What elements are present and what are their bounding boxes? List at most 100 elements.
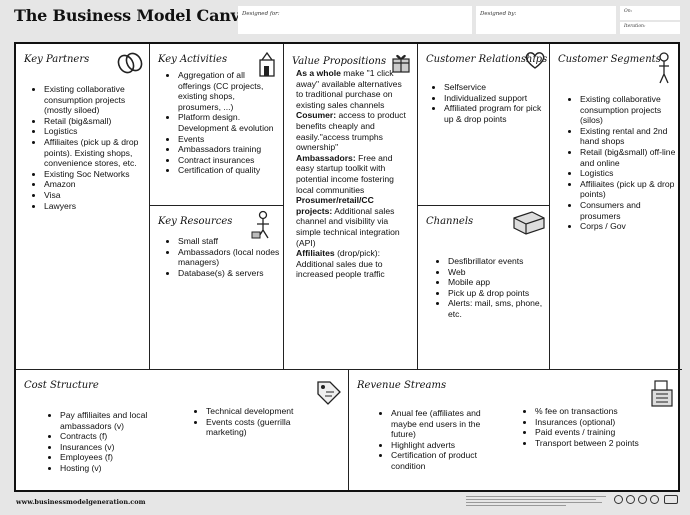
channels-block: Channels Desfibrillator events Web Mobil… bbox=[418, 206, 550, 370]
key-activities-title: Key Activities bbox=[158, 54, 228, 65]
license-fine-print-icon bbox=[466, 496, 606, 506]
list-item: Consumers and prosumers bbox=[580, 200, 680, 221]
list-item: Hosting (v) bbox=[60, 463, 178, 474]
list-item: Events costs (guerrilla marketing) bbox=[206, 417, 316, 438]
list-item: Ambassadors (local nodes managers) bbox=[178, 247, 280, 268]
vp-paragraph: Ambassadors: Free and easy startup toolk… bbox=[296, 152, 394, 195]
list-item: Lawyers bbox=[44, 201, 144, 212]
gift-icon bbox=[392, 54, 410, 73]
cost-structure-block: Cost Structure Pay affiliaites and local… bbox=[16, 370, 349, 490]
revenue-streams-block: Revenue Streams Anual fee (affiliates an… bbox=[349, 370, 682, 490]
list-item: % fee on transactions bbox=[535, 406, 645, 417]
list-item: Desfibrillator events bbox=[448, 256, 546, 267]
list-item: Web bbox=[448, 267, 546, 278]
list-item: Certification of quality bbox=[178, 165, 280, 176]
list-item: Contracts (f) bbox=[60, 431, 178, 442]
customer-segments-title: Customer Segments bbox=[558, 54, 661, 65]
page-title: The Business Model Canvas bbox=[14, 6, 259, 25]
list-item: Affiliated program for pick up & drop po… bbox=[444, 103, 546, 124]
key-resources-title: Key Resources bbox=[158, 216, 233, 227]
value-propositions-block: Value Propositions As a whole make "1 cl… bbox=[284, 44, 418, 370]
key-activities-block: Key Activities Aggregation of all offeri… bbox=[150, 44, 284, 206]
truck-icon bbox=[513, 211, 545, 235]
date-label: On: bbox=[624, 9, 633, 14]
key-partners-list: Existing collaborative consumption proje… bbox=[44, 84, 144, 211]
list-item: Insurances (optional) bbox=[535, 417, 645, 428]
list-item: Selfservice bbox=[444, 82, 546, 93]
chain-link-icon bbox=[117, 52, 143, 74]
share-alike-icon bbox=[638, 495, 647, 504]
business-model-canvas: Key Partners Existing collaborative cons… bbox=[14, 42, 682, 492]
list-item: Retail (big&small) off-line and online bbox=[580, 147, 680, 168]
key-activities-list: Aggregation of all offerings (CC project… bbox=[178, 70, 280, 176]
designed-for-label: Designed for: bbox=[242, 11, 280, 17]
customer-segments-block: Customer Segments Existing collaborative… bbox=[550, 44, 682, 370]
customer-segments-list: Existing collaborative consumption proje… bbox=[580, 94, 680, 232]
designed-for-field[interactable]: Designed for: bbox=[238, 6, 472, 34]
list-item: Individualized support bbox=[444, 93, 546, 104]
revenue-streams-list-1: Anual fee (affiliates and maybe end user… bbox=[391, 408, 501, 472]
list-item: Transport between 2 points bbox=[535, 438, 645, 449]
list-item: Alerts: mail, sms, phone, etc. bbox=[448, 298, 546, 319]
price-tag-icon bbox=[317, 381, 341, 405]
list-item: Ambassadors training bbox=[178, 144, 280, 155]
worker-icon bbox=[251, 210, 269, 239]
vp-paragraph: Prosumer/retail/CC projects: Additional … bbox=[296, 195, 400, 248]
list-item: Visa bbox=[44, 190, 144, 201]
list-item: Existing collaborative consumption proje… bbox=[44, 84, 144, 116]
list-item: Logistics bbox=[44, 126, 144, 137]
customer-relationships-block: Customer Relationships Selfservice Indiv… bbox=[418, 44, 550, 206]
key-partners-title: Key Partners bbox=[24, 54, 90, 65]
value-propositions-title: Value Propositions bbox=[292, 56, 387, 67]
revenue-streams-title: Revenue Streams bbox=[357, 380, 447, 391]
cost-structure-list-1: Pay affiliaites and local ambassadors (v… bbox=[60, 410, 178, 474]
list-item: Logistics bbox=[580, 168, 680, 179]
list-item: Database(s) & servers bbox=[178, 268, 280, 279]
list-item: Retail (big&small) bbox=[44, 116, 144, 127]
list-item: Certification of product condition bbox=[391, 450, 501, 471]
customer-relationships-title: Customer Relationships bbox=[426, 54, 548, 65]
key-partners-block: Key Partners Existing collaborative cons… bbox=[16, 44, 150, 370]
creative-commons-icon bbox=[614, 495, 623, 504]
factory-icon bbox=[259, 51, 275, 77]
list-item: Technical development bbox=[206, 406, 316, 417]
vp-paragraph: As a whole make "1 click away" available… bbox=[296, 68, 402, 110]
customer-relationships-list: Selfservice Individualized support Affil… bbox=[444, 82, 546, 124]
iteration-label: Iteration: bbox=[624, 24, 646, 29]
cash-register-icon bbox=[651, 380, 673, 407]
designed-by-field[interactable]: Designed by: bbox=[476, 6, 616, 34]
list-item: Affiliaites (pick up & drop points) bbox=[580, 179, 680, 200]
designed-by-label: Designed by: bbox=[480, 11, 517, 17]
iteration-field[interactable]: Iteration: bbox=[620, 22, 680, 34]
list-item: Existing rental and 2nd hand shops bbox=[580, 126, 680, 147]
vp-paragraph: Affiliaites (drop/pick): Additional sale… bbox=[296, 248, 385, 280]
heart-icon bbox=[525, 52, 545, 69]
list-item: Highlight adverts bbox=[391, 440, 501, 451]
list-item: Mobile app bbox=[448, 277, 546, 288]
list-item: Corps / Gov bbox=[580, 221, 680, 232]
list-item: Insurances (v) bbox=[60, 442, 178, 453]
list-item: Contract insurances bbox=[178, 155, 280, 166]
vp-paragraph: Cosumer: access to product benefits chea… bbox=[296, 110, 406, 153]
list-item: Employees (f) bbox=[60, 452, 178, 463]
cost-structure-title: Cost Structure bbox=[24, 380, 99, 391]
list-item: Pick up & drop points bbox=[448, 288, 546, 299]
list-item: Events bbox=[178, 134, 280, 145]
cost-structure-list-2: Technical development Events costs (guer… bbox=[206, 406, 316, 438]
key-resources-list: Small staff Ambassadors (local nodes man… bbox=[178, 236, 280, 278]
list-item: Paid events / training bbox=[535, 427, 645, 438]
list-item: Amazon bbox=[44, 179, 144, 190]
date-field[interactable]: On: bbox=[620, 6, 680, 20]
list-item: Affiliaites (pick up & drop points). Exi… bbox=[44, 137, 144, 169]
list-item: Existing collaborative consumption proje… bbox=[580, 94, 680, 126]
list-item: Platform design. Development & evolution bbox=[178, 112, 280, 133]
list-item: Anual fee (affiliates and maybe end user… bbox=[391, 408, 501, 440]
creative-commons-license-icon bbox=[664, 495, 678, 504]
list-item: Pay affiliaites and local ambassadors (v… bbox=[60, 410, 178, 431]
non-commercial-icon bbox=[650, 495, 659, 504]
list-item: Aggregation of all offerings (CC project… bbox=[178, 70, 280, 112]
channels-title: Channels bbox=[426, 216, 474, 227]
revenue-streams-list-2: % fee on transactions Insurances (option… bbox=[535, 406, 645, 448]
footer-url: www.businessmodelgeneration.com bbox=[16, 498, 146, 506]
key-resources-block: Key Resources Small staff Ambassadors (l… bbox=[150, 206, 284, 370]
